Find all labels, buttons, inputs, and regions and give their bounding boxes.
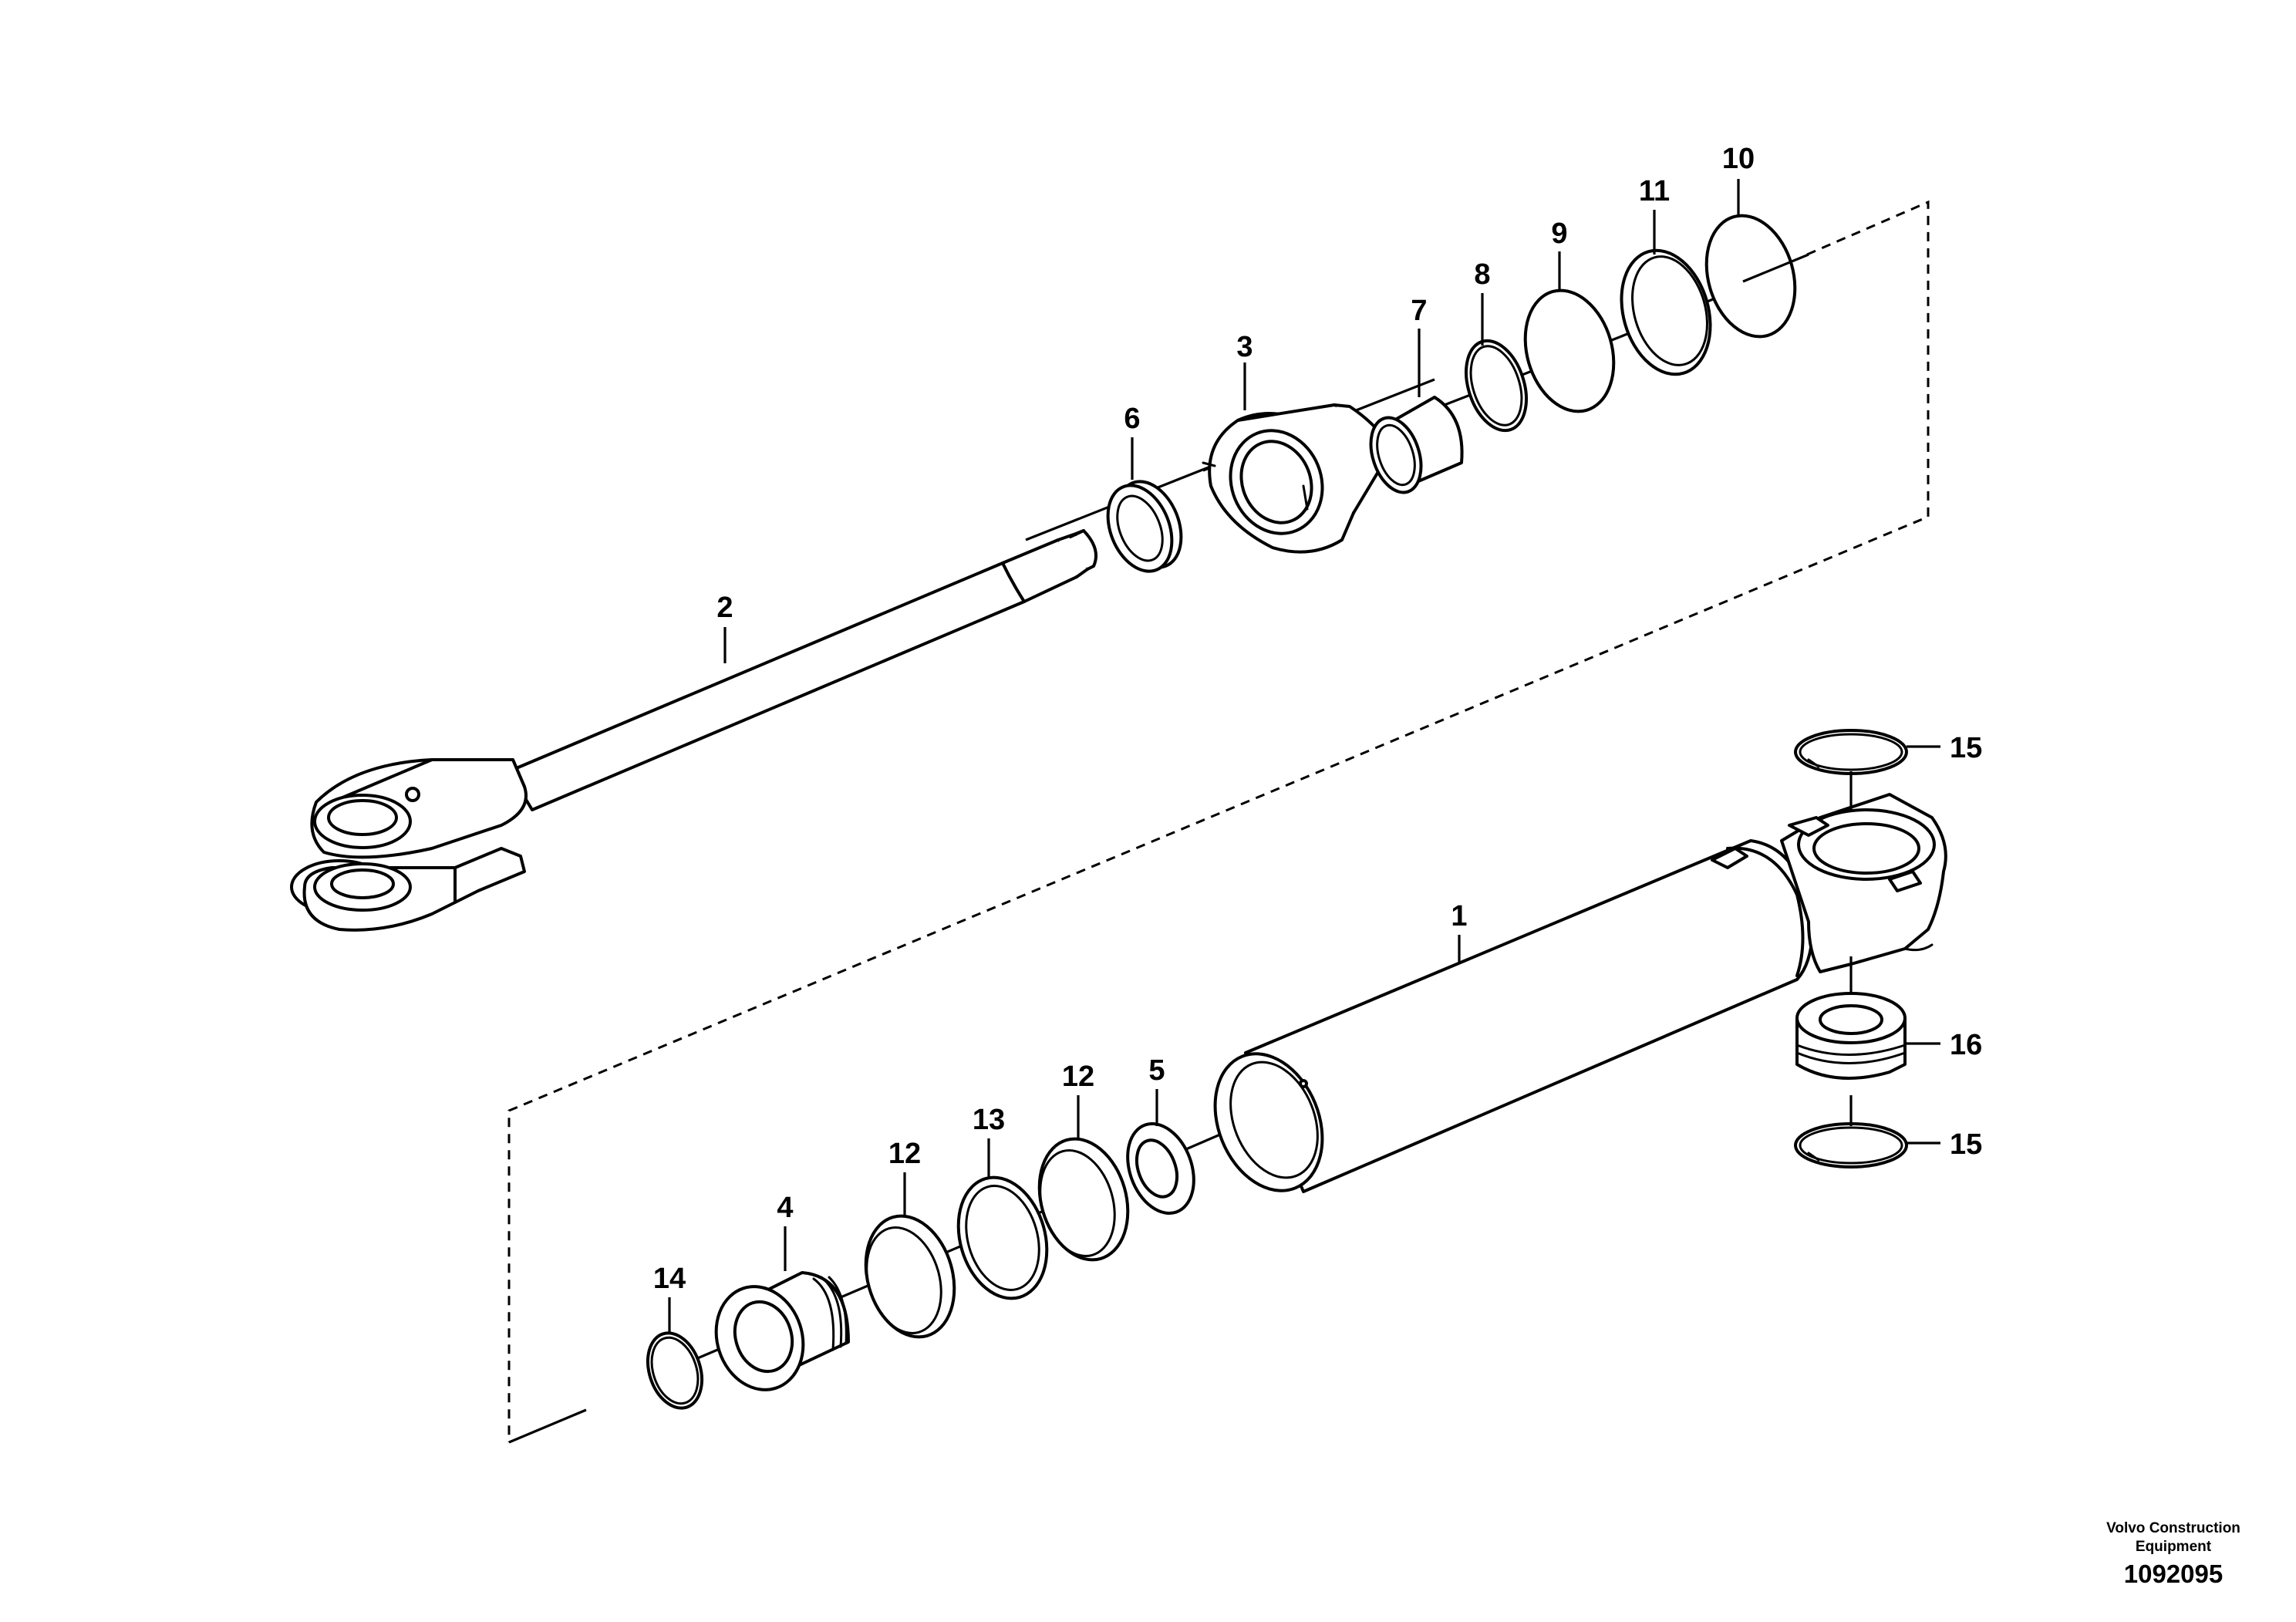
- part-12-wear-ring-a: [864, 1214, 956, 1339]
- part-13-piston-seal: [956, 1175, 1049, 1300]
- callout-14: 14: [653, 1263, 686, 1295]
- part-5-stop-ring: [1126, 1121, 1195, 1216]
- part-12-wear-ring-b: [1037, 1137, 1130, 1262]
- callout-12-a: 12: [888, 1138, 921, 1170]
- part-6-rod-seal: [1106, 480, 1183, 573]
- part-3-cylinder-head: [1202, 403, 1396, 554]
- part-15-snap-ring-upper: [1794, 729, 1908, 775]
- callout-7: 7: [1411, 295, 1427, 327]
- part-16-spherical-bearing: [1795, 992, 1907, 1080]
- part-11-seal-ring: [1620, 248, 1712, 376]
- callout-6: 6: [1124, 403, 1140, 435]
- drawing-number: 1092095: [2124, 1560, 2223, 1588]
- callout-8: 8: [1474, 258, 1490, 291]
- callout-5: 5: [1148, 1054, 1165, 1087]
- brand-line-1: Volvo Construction: [2106, 1520, 2240, 1536]
- part-10-seal-disc: [1704, 214, 1797, 339]
- callout-1: 1: [1451, 900, 1467, 932]
- callout-13: 13: [973, 1104, 1005, 1136]
- assembly-frame: [507, 200, 1930, 1444]
- callout-3: 3: [1236, 331, 1253, 363]
- part-7-bushing: [1369, 396, 1464, 494]
- part-4-piston: [714, 1271, 850, 1391]
- callout-9: 9: [1551, 218, 1567, 250]
- part-1-cylinder-barrel: [1213, 793, 1947, 1193]
- callout-16: 16: [1950, 1029, 1982, 1061]
- callout-labels: 1 2 3 4 5 6 7 8 9 10 11 12 13 12 14 15 1…: [653, 143, 1982, 1295]
- callout-4: 4: [777, 1192, 793, 1224]
- callout-15-lower: 15: [1950, 1128, 1982, 1161]
- callout-15-upper: 15: [1950, 732, 1982, 764]
- part-14-o-ring: [646, 1331, 703, 1410]
- part-15-snap-ring-lower: [1794, 1122, 1908, 1168]
- part-9-backup-ring: [1523, 288, 1616, 413]
- callout-11: 11: [1639, 175, 1670, 207]
- part-2-piston-rod: [290, 529, 1097, 932]
- brand-line-2: Equipment: [2136, 1539, 2212, 1555]
- callout-2: 2: [716, 592, 733, 624]
- callout-10: 10: [1722, 143, 1755, 175]
- callout-12-b: 12: [1062, 1061, 1094, 1093]
- callout-leaders: [668, 179, 1940, 1334]
- title-block: Volvo Construction Equipment 1092095: [2106, 1520, 2240, 1588]
